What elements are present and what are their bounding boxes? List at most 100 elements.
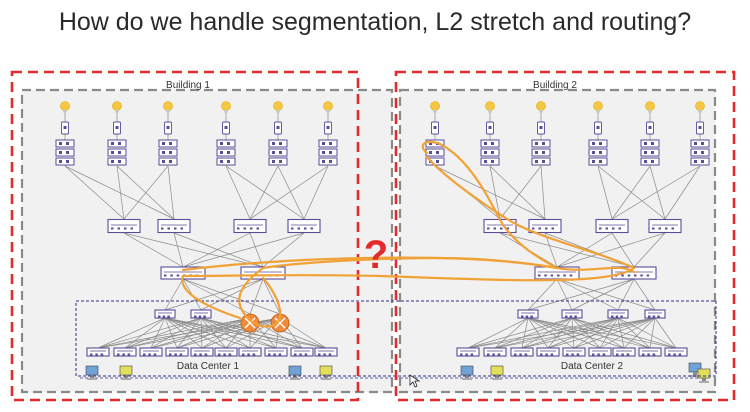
access-distribution-link [277, 165, 305, 220]
core-dc-link [200, 278, 264, 311]
access-distribution-link [664, 165, 701, 220]
stack-switch-icon [158, 139, 178, 166]
wireless-ap-icon [430, 101, 440, 113]
dc-leaf-link [521, 317, 656, 349]
dc-leaf-link [573, 317, 619, 349]
stack-switch-icon [55, 139, 75, 166]
core-dc-link [556, 278, 619, 311]
switch-icon [456, 347, 480, 357]
switch-icon [157, 218, 191, 234]
dc-leaf-link [467, 317, 656, 349]
distribution-core-link [123, 232, 264, 268]
question-mark: ? [364, 233, 388, 277]
desktop-computer-icon [460, 365, 474, 380]
stack-switch-icon [640, 139, 660, 166]
core-dc-link [571, 278, 635, 311]
desktop-computer-icon [490, 365, 504, 380]
switch-icon [648, 218, 682, 234]
switch-icon [612, 347, 636, 357]
stack-switch-icon [268, 139, 288, 166]
distribution-core-link [182, 232, 305, 268]
ip-phone-icon [431, 121, 439, 135]
stack-switch-icon [107, 139, 127, 166]
desktop-computer-icon [697, 368, 711, 383]
ip-phone-icon [594, 121, 602, 135]
core-dc-link [164, 278, 184, 311]
switch-icon [562, 347, 586, 357]
switch-icon [190, 347, 214, 357]
dc-leaf-link [571, 317, 625, 349]
switch-icon [107, 218, 141, 234]
access-distribution-link [499, 165, 542, 220]
access-distribution-link [116, 165, 125, 220]
access-distribution-link [303, 165, 329, 220]
dc-leaf-link [654, 317, 677, 349]
access-distribution-link [64, 165, 125, 220]
wireless-ap-icon [221, 101, 231, 113]
stack-switch-icon [588, 139, 608, 166]
access-distribution-link [225, 165, 305, 220]
distribution-core-link [544, 232, 558, 268]
switch-icon [561, 309, 583, 319]
wireless-ap-icon [536, 101, 546, 113]
switch-icon [638, 347, 662, 357]
access-distribution-link [649, 165, 666, 220]
wireless-ap-icon [273, 101, 283, 113]
building-1-area [22, 90, 392, 392]
dc-leaf-link [124, 317, 166, 349]
core-router-link [182, 278, 281, 315]
ip-phone-icon [537, 121, 545, 135]
switch-icon [483, 218, 517, 234]
ip-phone-icon [222, 121, 230, 135]
access-distribution-link [225, 165, 251, 220]
dc-leaf-link [467, 317, 619, 349]
dc-leaf-link [521, 317, 573, 349]
core-dc-link [527, 278, 558, 311]
core-dc-link [633, 278, 656, 311]
access-distribution-link [249, 165, 329, 220]
stack-switch-icon [318, 139, 338, 166]
switch-icon [264, 347, 288, 357]
dc-leaf-link [494, 317, 656, 349]
switch-icon [238, 347, 262, 357]
access-distribution-link [489, 165, 501, 220]
highlight-path-layer [181, 140, 636, 328]
switch-icon [510, 347, 534, 357]
slide-title: How do we handle segmentation, L2 stretc… [58, 8, 692, 36]
dc-leaf-link [200, 317, 303, 349]
dc-leaf-link [623, 317, 656, 349]
access-distribution-link [611, 165, 701, 220]
ip-phone-icon [646, 121, 654, 135]
distribution-core-link [556, 232, 666, 268]
switch-icon [483, 347, 507, 357]
building-1-label: Building 1 [166, 80, 210, 91]
core-router-link [262, 278, 281, 315]
dc-leaf-link [494, 317, 573, 349]
core-dc-link [617, 278, 635, 311]
switch-icon [214, 347, 238, 357]
access-distribution-link [64, 165, 175, 220]
stack-switch-icon [216, 139, 236, 166]
distribution-core-link [173, 232, 184, 268]
distribution-core-link [633, 232, 666, 268]
core-router-link [182, 278, 251, 315]
core-dc-link [556, 278, 573, 311]
switch-icon [314, 347, 338, 357]
access-distribution-link [116, 165, 175, 220]
ip-phone-icon [696, 121, 704, 135]
access-distribution-link [611, 165, 651, 220]
dc-leaf-link [164, 317, 203, 349]
switch-icon [588, 347, 612, 357]
ip-phone-icon [61, 121, 69, 135]
building-2-label: Building 2 [533, 80, 577, 91]
switch-icon [233, 218, 267, 234]
core-router-link [249, 278, 264, 315]
switch-icon [86, 347, 110, 357]
l2-stretch-path [181, 256, 636, 274]
dc-leaf-link [547, 317, 619, 349]
switch-icon [287, 218, 321, 234]
dc-leaf-link [201, 317, 281, 349]
ip-phone-icon [164, 121, 172, 135]
stack-switch-icon [531, 139, 551, 166]
